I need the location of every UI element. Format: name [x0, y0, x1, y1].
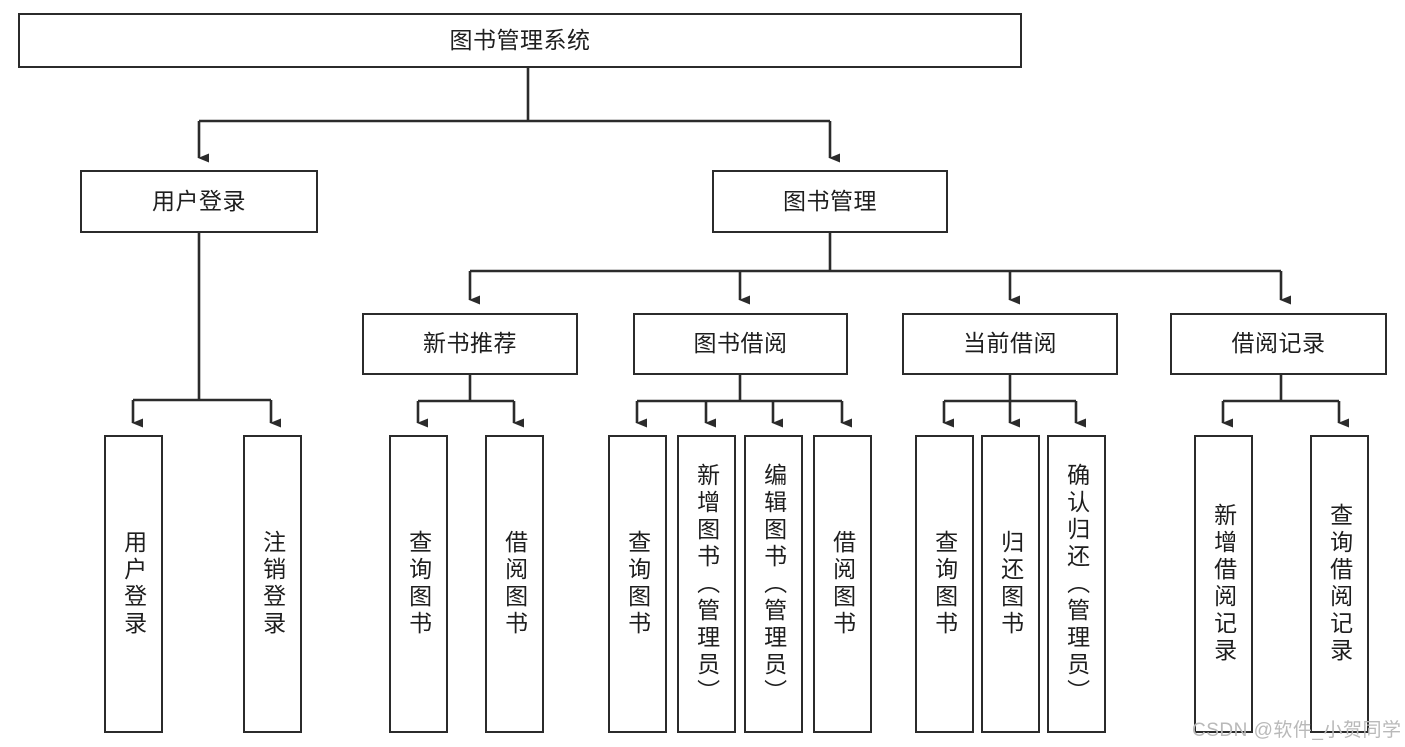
leaf-borrow-add-book-admin[interactable]: 新增图书（管理员）: [677, 435, 736, 733]
leaf-label: 借阅图书: [501, 530, 528, 638]
leaf-label: 借阅图书: [829, 530, 856, 638]
leaf-user-login-signout[interactable]: 注销登录: [243, 435, 302, 733]
node-new-book-recommend[interactable]: 新书推荐: [362, 313, 578, 375]
leaf-current-return-book[interactable]: 归还图书: [981, 435, 1040, 733]
leaf-label: 编辑图书（管理员）: [760, 462, 787, 706]
node-user-login[interactable]: 用户登录: [80, 170, 318, 233]
leaf-label: 确认归还（管理员）: [1063, 462, 1090, 706]
leaf-current-query-book[interactable]: 查询图书: [915, 435, 974, 733]
leaf-label: 查询图书: [624, 530, 651, 638]
leaf-new-book-query[interactable]: 查询图书: [389, 435, 448, 733]
leaf-label: 注销登录: [259, 530, 286, 638]
leaf-label: 新增借阅记录: [1210, 503, 1237, 665]
leaf-record-add[interactable]: 新增借阅记录: [1194, 435, 1253, 733]
leaf-record-query[interactable]: 查询借阅记录: [1310, 435, 1369, 733]
node-book-borrow[interactable]: 图书借阅: [633, 313, 848, 375]
leaf-label: 查询借阅记录: [1326, 503, 1353, 665]
leaf-label: 新增图书（管理员）: [693, 462, 720, 706]
leaf-label: 归还图书: [997, 530, 1024, 638]
leaf-new-book-borrow[interactable]: 借阅图书: [485, 435, 544, 733]
node-root-system[interactable]: 图书管理系统: [18, 13, 1022, 68]
leaf-user-login-signin[interactable]: 用户登录: [104, 435, 163, 733]
leaf-borrow-query-book[interactable]: 查询图书: [608, 435, 667, 733]
leaf-borrow-borrow-book[interactable]: 借阅图书: [813, 435, 872, 733]
leaf-borrow-edit-book-admin[interactable]: 编辑图书（管理员）: [744, 435, 803, 733]
leaf-current-confirm-return-admin[interactable]: 确认归还（管理员）: [1047, 435, 1106, 733]
node-borrow-record[interactable]: 借阅记录: [1170, 313, 1387, 375]
leaf-label: 查询图书: [405, 530, 432, 638]
node-current-borrow[interactable]: 当前借阅: [902, 313, 1118, 375]
node-book-management[interactable]: 图书管理: [712, 170, 948, 233]
leaf-label: 查询图书: [931, 530, 958, 638]
csdn-watermark: CSDN @软件_小贺同学: [1192, 720, 1402, 741]
leaf-label: 用户登录: [120, 530, 147, 638]
